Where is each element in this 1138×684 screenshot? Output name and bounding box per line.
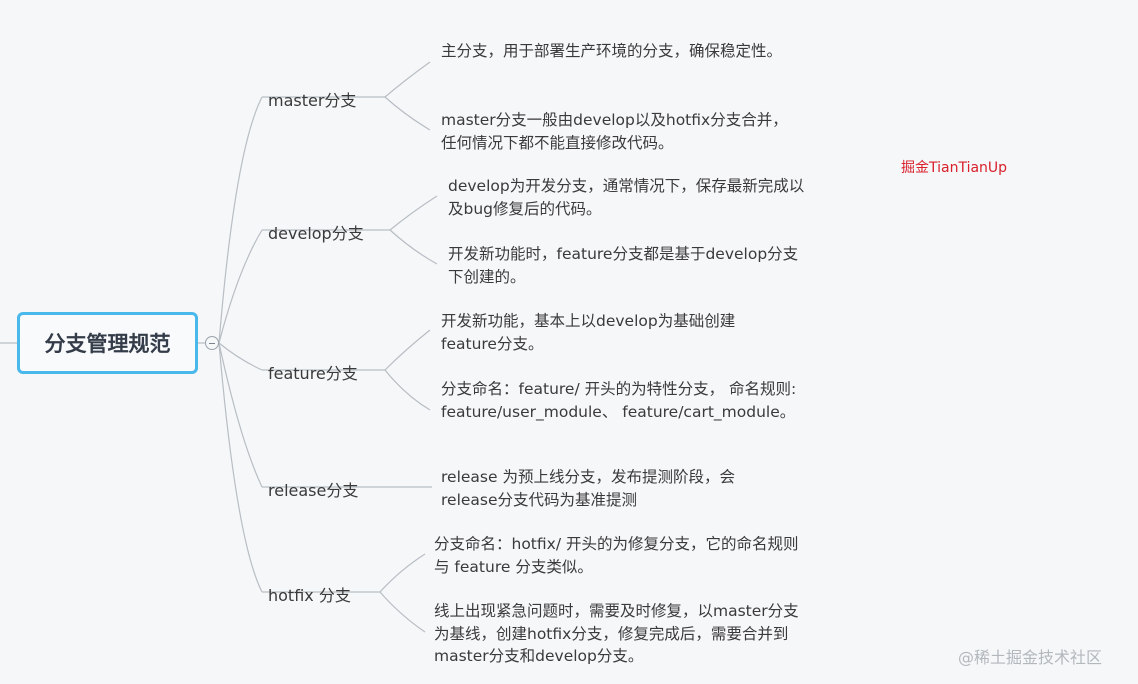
connector-feature-note-2 <box>384 369 431 411</box>
connector-hotfix-note-2 <box>379 591 426 633</box>
note-hotfix-1[interactable]: 分支命名：hotfix/ 开头的为修复分支，它的命名规则与 feature 分支… <box>434 535 799 576</box>
note-master-2[interactable]: master分支一般由develop以及hotfix分支合并，任何情况下都不能直… <box>441 111 788 152</box>
root-label: 分支管理规范 <box>44 332 171 356</box>
connector-develop-note-2 <box>389 229 438 265</box>
collapse-toggle-icon[interactable] <box>205 336 219 350</box>
connector-root-hotfix <box>218 342 263 593</box>
note-master-1[interactable]: 主分支，用于部署生产环境的分支，确保稳定性。 <box>441 42 783 60</box>
note-feature-1[interactable]: 开发新功能，基本上以develop为基础创建feature分支。 <box>441 312 736 353</box>
connector-hotfix-note-1 <box>379 553 426 593</box>
connector-develop-note-1 <box>389 195 438 231</box>
site-watermark: @稀土掘金技术社区 <box>958 648 1103 667</box>
connector-master-note-2 <box>384 96 431 131</box>
note-develop-2[interactable]: 开发新功能时，feature分支都是基于develop分支下创建的。 <box>448 245 799 286</box>
note-hotfix-2[interactable]: 线上出现紧急问题时，需要及时修复，以master分支为基线，创建hotfix分支… <box>434 602 799 665</box>
note-develop-1[interactable]: develop为开发分支，通常情况下，保存最新完成以及bug修复后的代码。 <box>448 177 805 218</box>
note-feature-2[interactable]: 分支命名：feature/ 开头的为特性分支， 命名规则: feature/us… <box>441 380 797 421</box>
connector-feature-note-1 <box>384 329 431 371</box>
note-release-1[interactable]: release 为预上线分支，发布提测阶段，会release分支代码为基准提测 <box>441 468 735 509</box>
connector-root-develop <box>218 229 263 344</box>
author-watermark: 掘金TianTianUp <box>901 160 1008 176</box>
connector-root-release <box>218 342 263 488</box>
connector-master-note-1 <box>384 61 431 98</box>
connector-root-master <box>218 96 263 344</box>
branch-release[interactable]: release分支 <box>268 481 359 500</box>
connector-root-feature <box>218 342 263 371</box>
branch-feature[interactable]: feature分支 <box>268 364 358 383</box>
root-node[interactable]: 分支管理规范 <box>17 312 198 374</box>
branch-master[interactable]: master分支 <box>268 91 357 110</box>
branch-develop[interactable]: develop分支 <box>268 224 364 243</box>
branch-hotfix[interactable]: hotfix 分支 <box>268 586 351 605</box>
